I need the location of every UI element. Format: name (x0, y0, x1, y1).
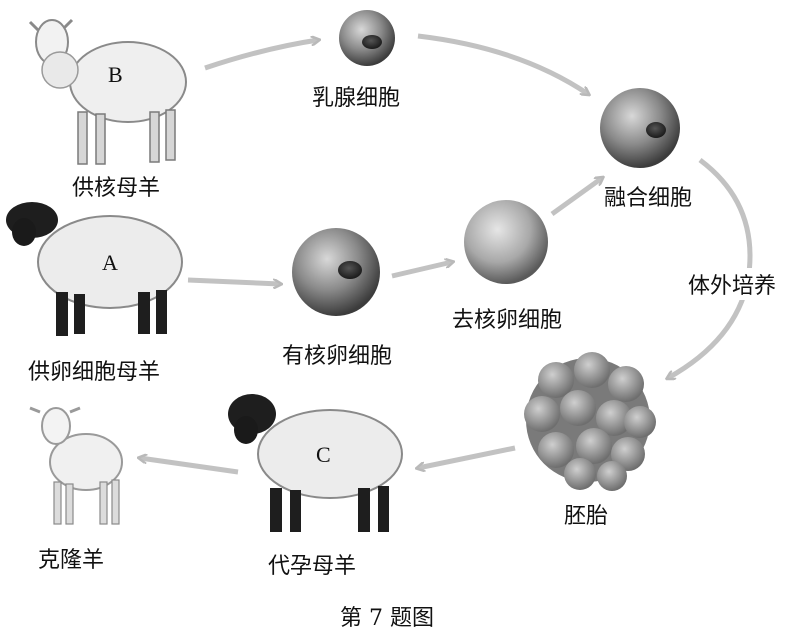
label-nucleated-egg: 有核卵细胞 (282, 344, 393, 369)
sheep-c-icon (228, 394, 403, 532)
label-nucleus-donor: 供核母羊 (72, 176, 161, 201)
arrow-enucleated-to-fused (550, 178, 602, 217)
label-fused-cell: 融合细胞 (604, 186, 693, 211)
clone-lamb-icon (29, 406, 123, 525)
sheep-c-letter: C (316, 442, 331, 467)
figure-caption: 第 7 题图 (340, 606, 434, 631)
sheep-a-letter: A (102, 250, 118, 275)
arrow-mammary-to-fused (417, 33, 588, 94)
enucleated-egg-icon (464, 200, 548, 284)
label-in-vitro-culture: 体外培养 (684, 268, 781, 300)
arrow-a-to-nucleated-egg (187, 277, 280, 284)
arrow-embryo-to-surrogate (418, 445, 516, 468)
label-mammary-cell: 乳腺细胞 (312, 86, 401, 111)
label-clone: 克隆羊 (38, 548, 105, 573)
arrow-nucleated-to-enucleated (391, 262, 452, 279)
label-egg-donor: 供卵细胞母羊 (28, 360, 161, 385)
label-embryo: 胚胎 (564, 504, 609, 529)
arrow-b-to-mammary (204, 40, 318, 71)
sheep-b-letter: B (108, 62, 123, 87)
label-surrogate: 代孕母羊 (268, 554, 357, 579)
arrow-surrogate-to-clone (140, 458, 239, 475)
mammary-cell-icon (339, 10, 395, 66)
label-enucleated-egg: 去核卵细胞 (452, 308, 563, 333)
sheep-b-icon (28, 18, 187, 165)
sheep-a-icon (6, 202, 183, 336)
fused-cell-icon (600, 88, 680, 168)
embryo-icon (524, 352, 656, 491)
nucleated-egg-icon (292, 228, 380, 316)
